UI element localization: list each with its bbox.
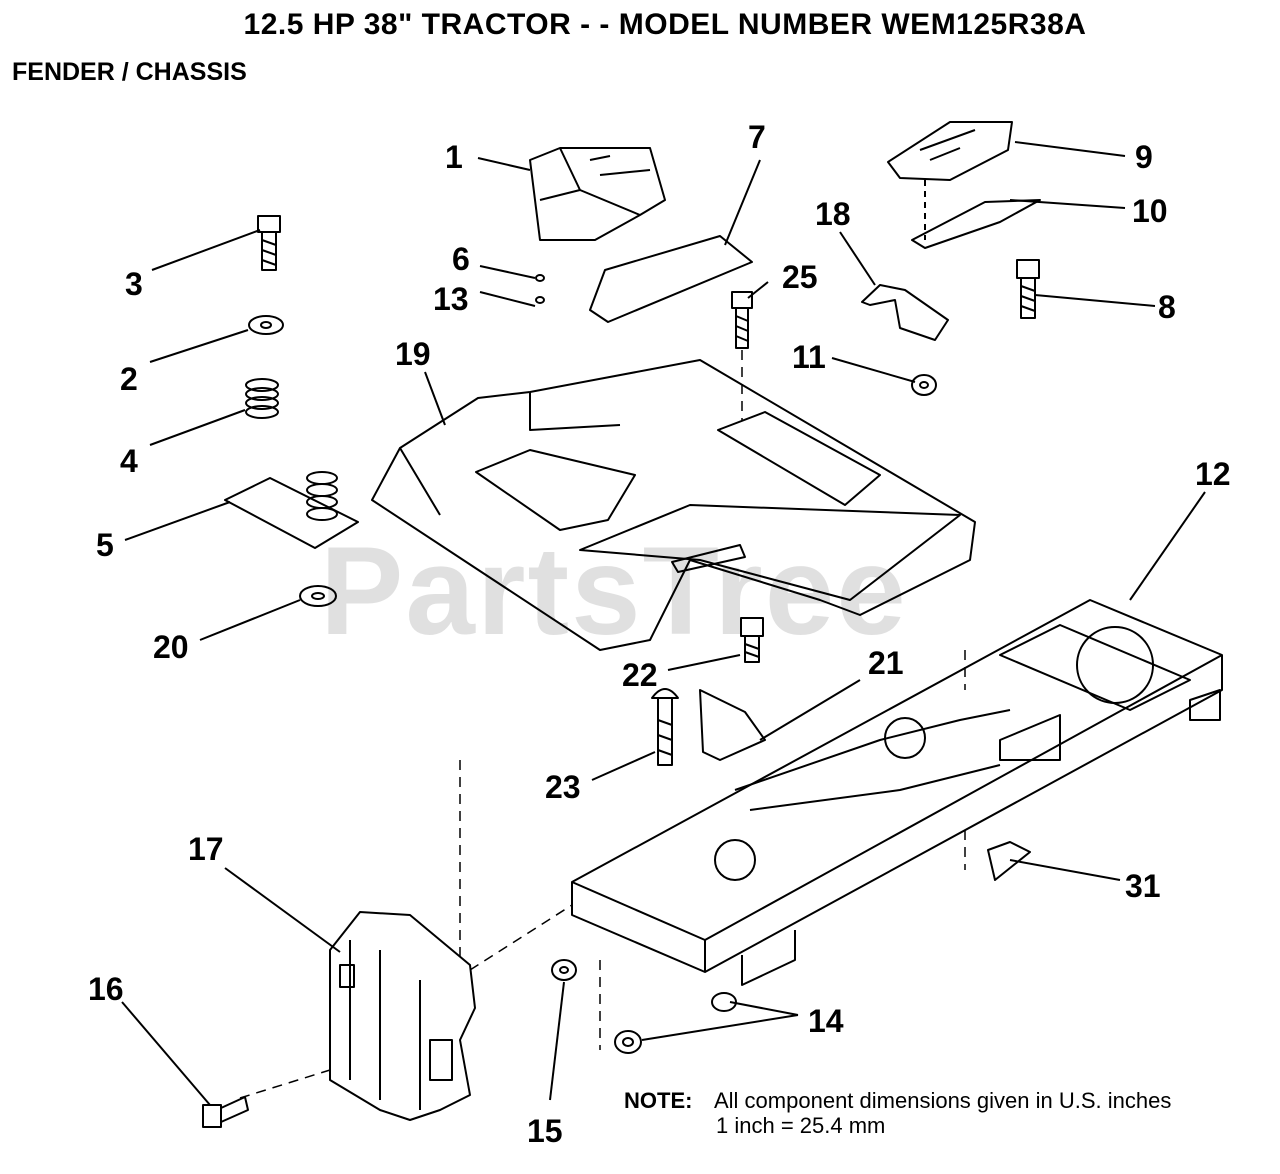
part-11[interactable]	[911, 374, 937, 396]
part-5[interactable]	[224, 471, 359, 549]
callout-23: 23	[545, 769, 581, 805]
part-17[interactable]	[329, 911, 476, 1121]
callout-8: 8	[1158, 289, 1176, 325]
note-line-1: All component dimensions given in U.S. i…	[714, 1088, 1172, 1113]
part-23[interactable]	[651, 688, 679, 766]
part-21[interactable]	[699, 689, 766, 761]
callout-20: 20	[153, 629, 189, 665]
callout-1: 1	[445, 139, 463, 175]
callout-19: 19	[395, 336, 431, 372]
callout-6: 6	[452, 241, 470, 277]
part-22[interactable]	[740, 617, 764, 663]
part-6[interactable]	[535, 274, 545, 282]
part-14-a[interactable]	[711, 992, 737, 1012]
part-4[interactable]	[245, 378, 279, 419]
part-25[interactable]	[731, 291, 753, 349]
part-1[interactable]	[529, 147, 666, 241]
part-20[interactable]	[299, 585, 337, 607]
part-9[interactable]	[887, 121, 1013, 181]
diagram-title: 12.5 HP 38" TRACTOR - - MODEL NUMBER WEM…	[243, 8, 1087, 41]
note-block: NOTE: All component dimensions given in U…	[624, 1088, 1171, 1138]
part-7[interactable]	[589, 235, 753, 323]
callout-31: 31	[1125, 868, 1161, 904]
part-2[interactable]	[248, 315, 284, 335]
watermark: PartsTree	[320, 522, 908, 661]
callout-3: 3	[125, 266, 143, 302]
callout-17: 17	[188, 831, 224, 867]
note-label: NOTE:	[624, 1088, 693, 1113]
callout-5: 5	[96, 527, 114, 563]
callout-7: 7	[748, 119, 766, 155]
part-10[interactable]	[911, 199, 1041, 249]
part-19[interactable]	[371, 359, 976, 651]
note-line-2: 1 inch = 25.4 mm	[716, 1113, 886, 1138]
part-31[interactable]	[987, 841, 1031, 881]
callout-12: 12	[1195, 456, 1231, 492]
callout-4: 4	[120, 443, 138, 479]
callout-9: 9	[1135, 139, 1153, 175]
callout-18: 18	[815, 196, 851, 232]
part-12[interactable]	[571, 599, 1223, 986]
callout-2: 2	[120, 361, 138, 397]
callout-15: 15	[527, 1113, 563, 1149]
part-13[interactable]	[535, 296, 545, 304]
part-16[interactable]	[202, 1096, 249, 1128]
callout-21: 21	[868, 645, 904, 681]
part-3[interactable]	[257, 215, 281, 271]
part-15[interactable]	[551, 959, 577, 981]
section-title: FENDER / CHASSIS	[12, 58, 247, 86]
part-8[interactable]	[1016, 259, 1040, 319]
part-18[interactable]	[861, 284, 949, 341]
callout-10: 10	[1132, 193, 1168, 229]
callout-14: 14	[808, 1003, 844, 1039]
callout-22: 22	[622, 657, 658, 693]
part-14-b[interactable]	[614, 1030, 642, 1054]
callout-25: 25	[782, 259, 818, 295]
callout-13: 13	[433, 281, 469, 317]
callout-11: 11	[792, 339, 826, 375]
callout-16: 16	[88, 971, 124, 1007]
